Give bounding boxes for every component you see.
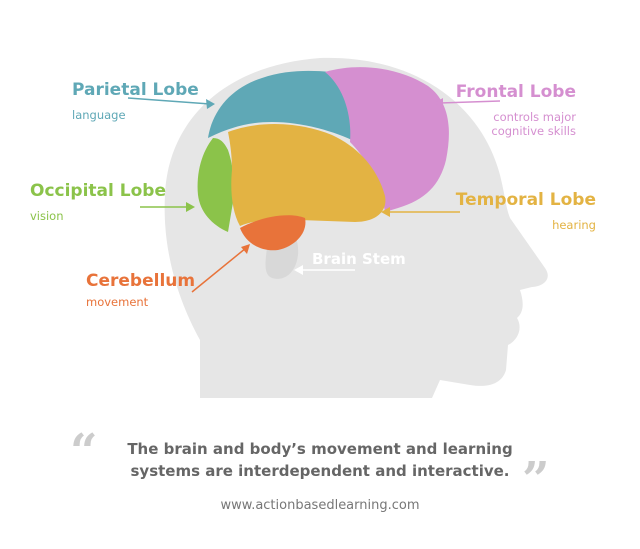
temporal-lobe (228, 124, 386, 226)
cerebellum-arrow (191, 244, 250, 293)
brainstem-arrow (294, 265, 355, 275)
occipital-lobe (197, 138, 235, 232)
quote-line-2: systems are interdependent and interacti… (130, 462, 510, 480)
temporal-lobe-caption: hearing (552, 218, 596, 232)
open-quote-mark: “ (70, 424, 98, 480)
temporal-lobe-title: Temporal Lobe (455, 190, 596, 210)
brain-stem-title: Brain Stem (312, 250, 406, 268)
quote-line-1: The brain and body’s movement and learni… (127, 440, 513, 458)
website-url: www.actionbasedlearning.com (220, 498, 420, 513)
cerebellum-caption: movement (86, 295, 149, 309)
parietal-lobe (208, 70, 352, 140)
frontal-arrow (434, 98, 501, 108)
parietal-lobe-title: Parietal Lobe (72, 80, 199, 100)
cerebellum (240, 215, 306, 251)
occipital-lobe-caption: vision (30, 209, 64, 223)
temporal-arrow (381, 207, 460, 217)
occipital-lobe-title: Occipital Lobe (30, 181, 166, 201)
frontal-lobe-title: Frontal Lobe (455, 82, 576, 102)
cerebellum-title: Cerebellum (86, 271, 196, 291)
parietal-arrow (127, 97, 215, 109)
frontal-lobe-caption-2: cognitive skills (491, 124, 576, 138)
frontal-lobe (325, 67, 449, 212)
occipital-arrow (140, 202, 195, 212)
parietal-lobe-caption: language (72, 108, 126, 122)
close-quote-mark: ” (522, 452, 550, 508)
frontal-lobe-caption-1: controls major (493, 110, 576, 124)
